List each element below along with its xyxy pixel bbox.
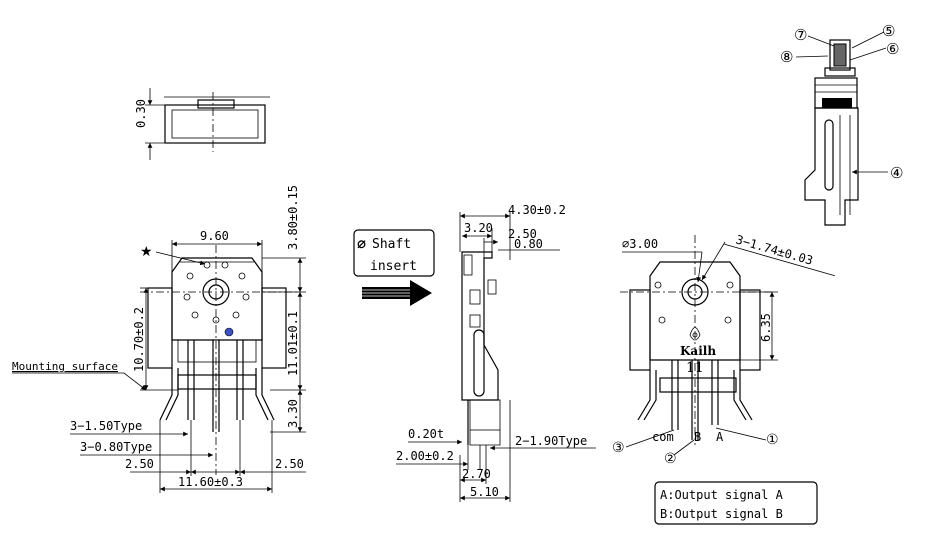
offset-dim: 2.00±0.2 (396, 449, 454, 463)
legend-line-a: A:Output signal A (660, 488, 784, 502)
output-legend: A:Output signal A B:Output signal B (654, 481, 818, 525)
pin3-number: ③ (612, 440, 625, 456)
brand-text: Kailh (680, 344, 716, 358)
side-dim-250: 2.50 (508, 227, 537, 241)
pin-type-b-label: 3−0.80Type (80, 440, 152, 454)
left-height-dim: 10.70±0.2 (132, 307, 146, 372)
pin2-number: ② (664, 451, 677, 467)
top-height-dim: 0.30 (134, 99, 148, 128)
pin-spacing-right-dim: 2.50 (275, 457, 304, 471)
part-8-number: ⑧ (780, 48, 793, 66)
shaft-insert-callout: ⌀ Shaft insert (353, 229, 435, 306)
shaft-insert-line1: Shaft (372, 237, 411, 252)
part-7-number: ⑦ (794, 26, 807, 44)
pin-length-dim: 3.30 (286, 399, 300, 428)
top-offset-dim: 3.80±0.15 (286, 185, 300, 250)
right-height-dim: 11.01±0.1 (286, 311, 300, 376)
front-view: 9.60 ★ 3.80±0.15 11.01±0.1 3.30 10.70±0.… (12, 185, 306, 493)
side-dim-510: 5.10 (470, 485, 499, 499)
shaft-icon: ⌀ (357, 234, 366, 252)
mounting-surface-label: Mounting surface (12, 360, 118, 373)
star-marker: ★ (140, 244, 153, 260)
side-dim-080: 0.80 (514, 237, 543, 251)
shaft-diameter-dim: ⌀3.00 (622, 237, 658, 251)
front-width-dim: 9.60 (200, 229, 229, 243)
rear-view: Kailh 11 ⌀3.00 3−1.74±0.03 6.35 com B A … (612, 232, 835, 467)
part-6-number: ⑥ (886, 40, 899, 58)
pin-b-label: B (694, 430, 701, 444)
pin-type-a-label: 3−1.50Type (70, 419, 142, 433)
thickness-dim: 0.20t (408, 427, 444, 441)
pin-com-label: com (652, 430, 674, 444)
legend-line-b: B:Output signal B (660, 507, 783, 521)
part-4-number: ④ (890, 164, 903, 182)
total-width-dim: 11.60±0.3 (178, 475, 243, 489)
top-view: 0.30 (134, 88, 270, 160)
pin-a-label: A (716, 430, 724, 444)
side-view: 4.30±0.2 3.20 2.50 0.80 0.20t 2.00±0.2 2… (396, 203, 596, 502)
part-5-number: ⑤ (882, 22, 895, 40)
pin-spacing-left-dim: 2.50 (125, 457, 154, 471)
exploded-view: ④ ⑤ ⑥ ⑦ ⑧ (780, 22, 903, 226)
side-width-dim: 4.30±0.2 (508, 203, 566, 217)
insert-direction-arrow (362, 280, 432, 306)
side-pin-type: 2−1.90Type (515, 434, 587, 448)
side-dim-270: 2.70 (462, 467, 491, 481)
shaft-insert-line2: insert (370, 259, 417, 274)
rear-height-dim: 6.35 (759, 313, 773, 342)
side-dim-320: 3.20 (464, 221, 493, 235)
pin1-number: ① (766, 432, 779, 448)
